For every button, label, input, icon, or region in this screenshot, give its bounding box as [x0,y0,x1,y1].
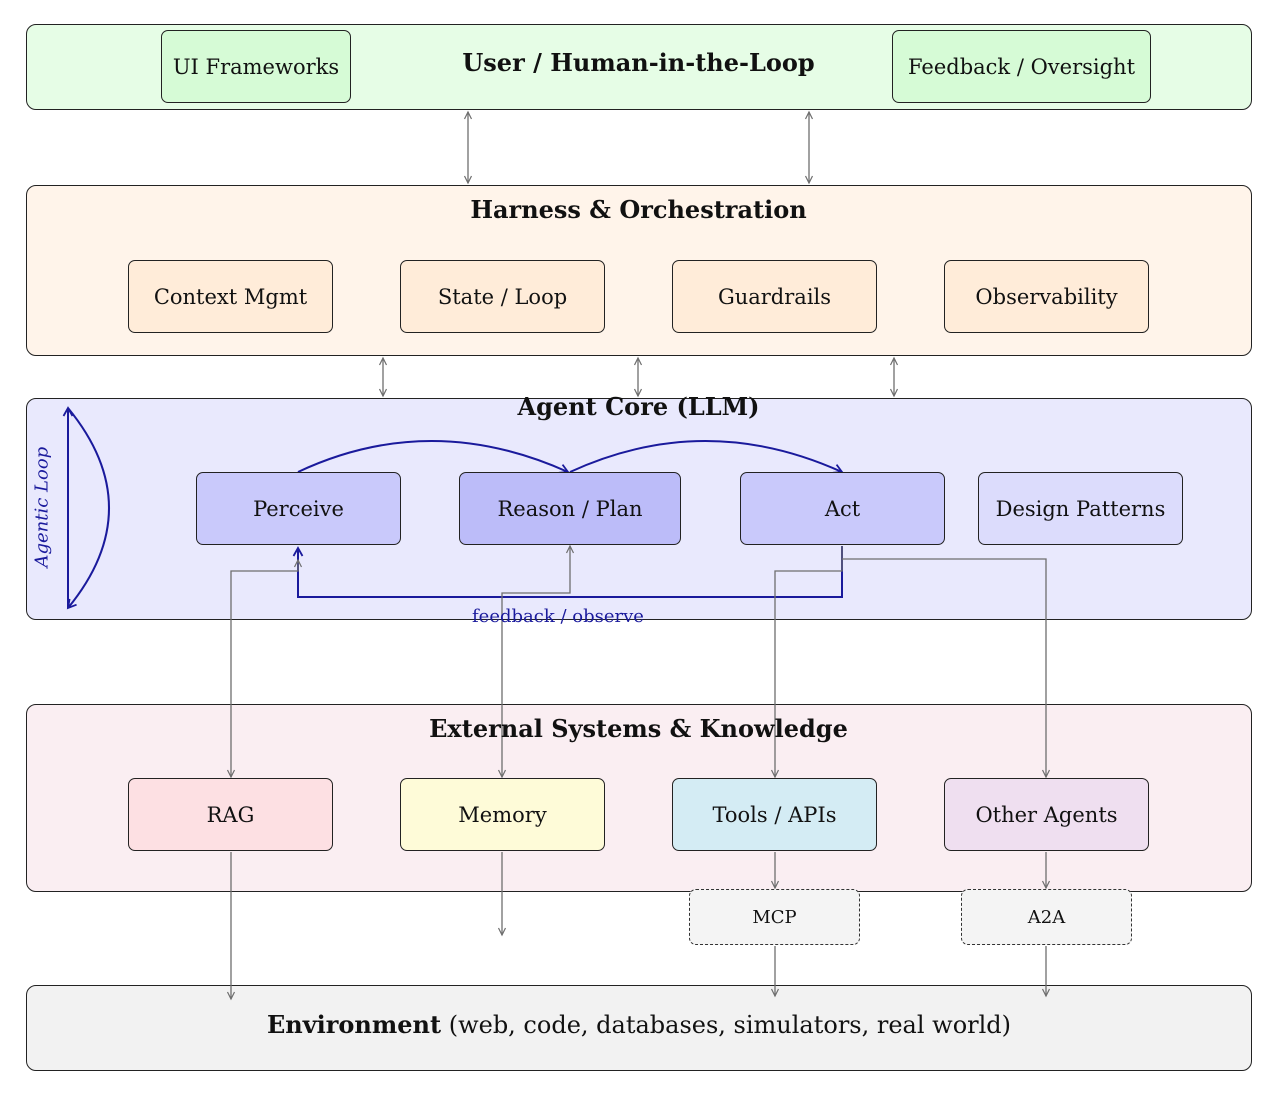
arrow-perceive-reason [297,440,570,474]
observability-box: Observability [944,260,1149,333]
environment-detail: (web, code, databases, simulators, real … [448,1011,1012,1039]
perceive-box: Perceive [196,472,401,545]
memory-box: Memory [400,778,605,851]
arrow-reason-act [569,440,844,474]
context-mgmt-box: Context Mgmt [128,260,333,333]
reason-plan-box: Reason / Plan [459,472,681,545]
agentic-loop-label: Agentic Loop [31,446,53,568]
design-patterns-box: Design Patterns [978,472,1183,545]
act-box: Act [740,472,945,545]
user-layer-title: User / Human-in-the-Loop [462,48,815,77]
mcp-box: MCP [689,889,860,945]
ui-frameworks-box: UI Frameworks [161,30,351,103]
external-layer-title: External Systems & Knowledge [429,714,848,743]
other-agents-box: Other Agents [944,778,1149,851]
harness-layer-title: Harness & Orchestration [470,195,807,224]
a2a-box: A2A [961,889,1132,945]
arrow-reason-memory [497,544,575,779]
arrow-perceive-rag [226,558,303,779]
feedback-oversight-box: Feedback / Oversight [892,30,1151,103]
agent-core-title: Agent Core (LLM) [517,392,760,421]
guardrails-box: Guardrails [672,260,877,333]
loop-bracket-arc [66,407,110,610]
feedback-observe-label: feedback / observe [472,606,644,627]
environment-text: Environment (web, code, databases, simul… [26,1010,1252,1039]
tools-apis-box: Tools / APIs [672,778,877,851]
rag-box: RAG [128,778,333,851]
state-loop-box: State / Loop [400,260,605,333]
environment-title: Environment [266,1010,442,1039]
arrow-act-agents [842,558,1051,779]
